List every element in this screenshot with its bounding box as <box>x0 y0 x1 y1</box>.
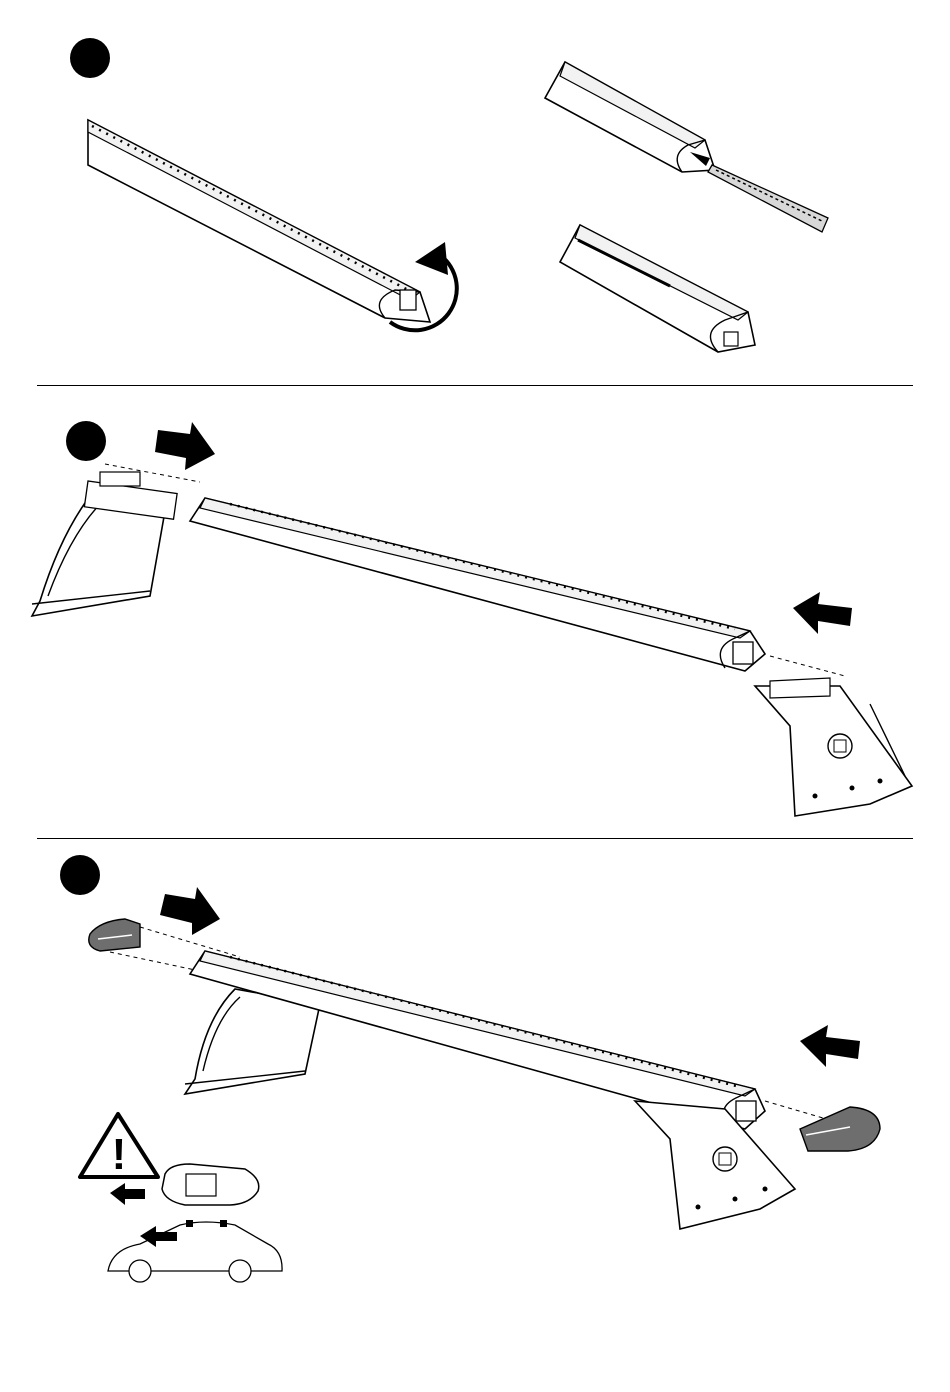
push-right-arrow-icon <box>160 887 220 935</box>
push-right-arrow-icon <box>155 422 215 470</box>
strip-inserted-view <box>560 225 755 352</box>
warning-symbol: ! <box>112 1130 127 1179</box>
crossbar-end-view <box>88 120 430 322</box>
strip-insert-view <box>545 62 828 232</box>
orientation-arrow-icon <box>110 1183 145 1205</box>
push-left-arrow-icon <box>793 592 852 634</box>
right-foot <box>635 1101 795 1229</box>
step-3-panel: ! <box>0 839 950 1392</box>
step-2-panel <box>0 386 950 838</box>
right-foot <box>755 678 912 816</box>
step-1-illustration <box>0 0 950 385</box>
warning-sign: ! <box>80 1114 158 1179</box>
car-diagram <box>108 1220 282 1282</box>
step-2-illustration <box>0 386 950 838</box>
step-3-illustration: ! <box>0 839 950 1392</box>
step-1-panel <box>0 0 950 385</box>
left-foot <box>32 472 177 616</box>
push-left-arrow-icon <box>800 1025 860 1067</box>
end-cap-right <box>800 1107 880 1151</box>
crossbar <box>190 498 765 671</box>
end-cap-left <box>89 919 140 951</box>
